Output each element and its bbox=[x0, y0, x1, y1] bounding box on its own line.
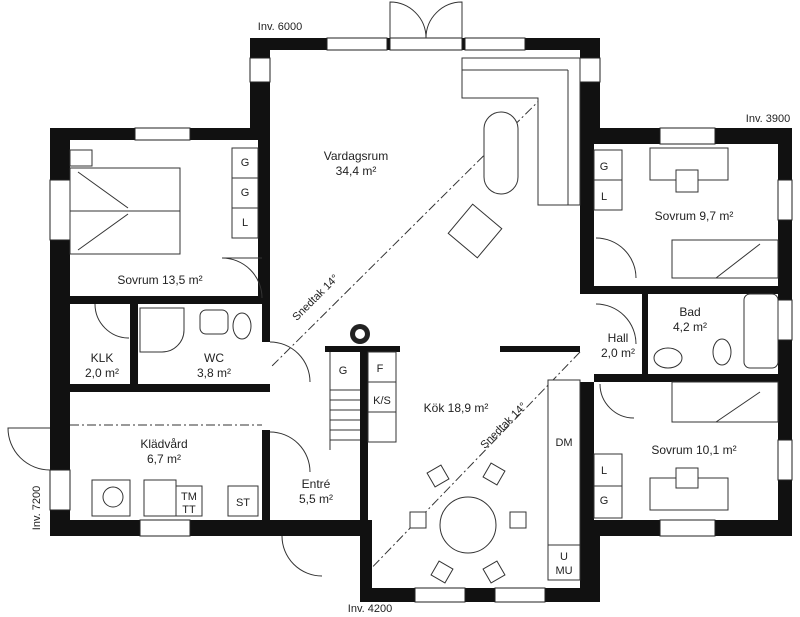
room-entre-name: Entré bbox=[302, 477, 331, 491]
fixture-g-1: G bbox=[241, 157, 250, 169]
room-kok-name: Kök 18,9 m² bbox=[424, 401, 489, 415]
fixture-f: F bbox=[377, 363, 384, 375]
label-snedtak-living: Snedtak 14° bbox=[290, 272, 341, 323]
room-wc-area: 3,8 m² bbox=[197, 366, 231, 380]
room-entre-area: 5,5 m² bbox=[299, 492, 333, 506]
room-sovrum2-name: Sovrum 9,7 m² bbox=[655, 209, 734, 223]
label-inv4200: Inv. 4200 bbox=[348, 603, 392, 615]
fixture-mu: MU bbox=[555, 565, 572, 577]
room-vardagsrum-area: 34,4 m² bbox=[336, 164, 377, 178]
snedtak-line-kitchen bbox=[359, 351, 581, 581]
fixture-g-5: G bbox=[339, 365, 348, 377]
bedroom-furniture bbox=[69, 147, 779, 519]
label-inv3900: Inv. 3900 bbox=[746, 113, 790, 125]
room-sovrum1-name: Sovrum 13,5 m² bbox=[117, 273, 202, 287]
fixture-g-2: G bbox=[241, 187, 250, 199]
stairs bbox=[329, 352, 360, 450]
room-klk-area: 2,0 m² bbox=[85, 366, 119, 380]
fixture-ks: K/S bbox=[373, 395, 391, 407]
fixture-l-3: L bbox=[601, 465, 607, 477]
fixture-dm: DM bbox=[555, 437, 572, 449]
kitchen-fixtures bbox=[329, 351, 581, 584]
fixture-l-1: L bbox=[242, 217, 248, 229]
room-hall-name: Hall bbox=[608, 331, 629, 345]
room-bad-name: Bad bbox=[679, 305, 700, 319]
living-furniture bbox=[350, 57, 581, 344]
wet-room-fixtures bbox=[70, 293, 779, 517]
room-kladvard-name: Klädvård bbox=[140, 437, 187, 451]
room-kladvard-area: 6,7 m² bbox=[147, 452, 181, 466]
fixture-st: ST bbox=[236, 497, 250, 509]
label-inv7200: Inv. 7200 bbox=[31, 486, 43, 530]
room-wc-name: WC bbox=[204, 351, 224, 365]
fixture-tt: TT bbox=[182, 504, 196, 516]
label-inv6000: Inv. 6000 bbox=[258, 21, 302, 33]
doors bbox=[7, 1, 637, 577]
room-sovrum3-name: Sovrum 10,1 m² bbox=[651, 443, 736, 457]
fixture-u: U bbox=[560, 551, 568, 563]
interior-walls bbox=[70, 140, 778, 520]
snedtak-line-living bbox=[269, 59, 581, 369]
fixture-g-3: G bbox=[600, 161, 609, 173]
room-bad-area: 4,2 m² bbox=[673, 320, 707, 334]
room-vardagsrum-name: Vardagsrum bbox=[324, 149, 388, 163]
fixture-l-2: L bbox=[601, 191, 607, 203]
room-klk-name: KLK bbox=[91, 351, 114, 365]
room-hall-area: 2,0 m² bbox=[601, 346, 635, 360]
fixture-tm: TM bbox=[181, 491, 197, 503]
fixture-g-4: G bbox=[600, 495, 609, 507]
